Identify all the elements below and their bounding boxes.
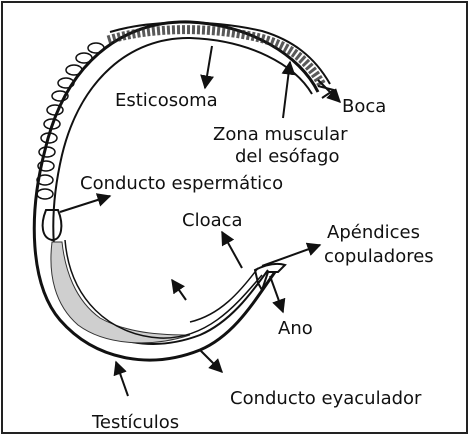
arrow-zona-muscular [283, 62, 290, 118]
label-apendices-line2: copuladores [324, 246, 434, 267]
arrow-conducto-eyaculador [200, 350, 222, 372]
label-zona-line2: del esófago [235, 146, 340, 167]
label-esticosoma: Esticosoma [115, 90, 218, 111]
arrow-cloaca [222, 232, 242, 268]
arrow-conducto-espermatico [60, 196, 110, 212]
label-cloaca: Cloaca [182, 210, 243, 231]
arrow-apendices [262, 245, 320, 266]
label-zona-line1: Zona muscular [213, 124, 348, 145]
label-testiculos: Testículos [91, 412, 179, 433]
arrow-ano [270, 276, 283, 312]
label-conducto-espermatico: Conducto espermático [80, 173, 283, 194]
seminal-vesicle [43, 210, 62, 240]
arrow-testiculos [116, 362, 128, 396]
label-boca: Boca [342, 96, 386, 117]
arrow-internal [172, 280, 186, 300]
arrow-esticosoma [205, 46, 212, 88]
label-conducto-eyaculador: Conducto eyaculador [230, 388, 422, 409]
label-ano: Ano [278, 318, 313, 339]
label-apendices-line1: Apéndices [327, 222, 420, 243]
